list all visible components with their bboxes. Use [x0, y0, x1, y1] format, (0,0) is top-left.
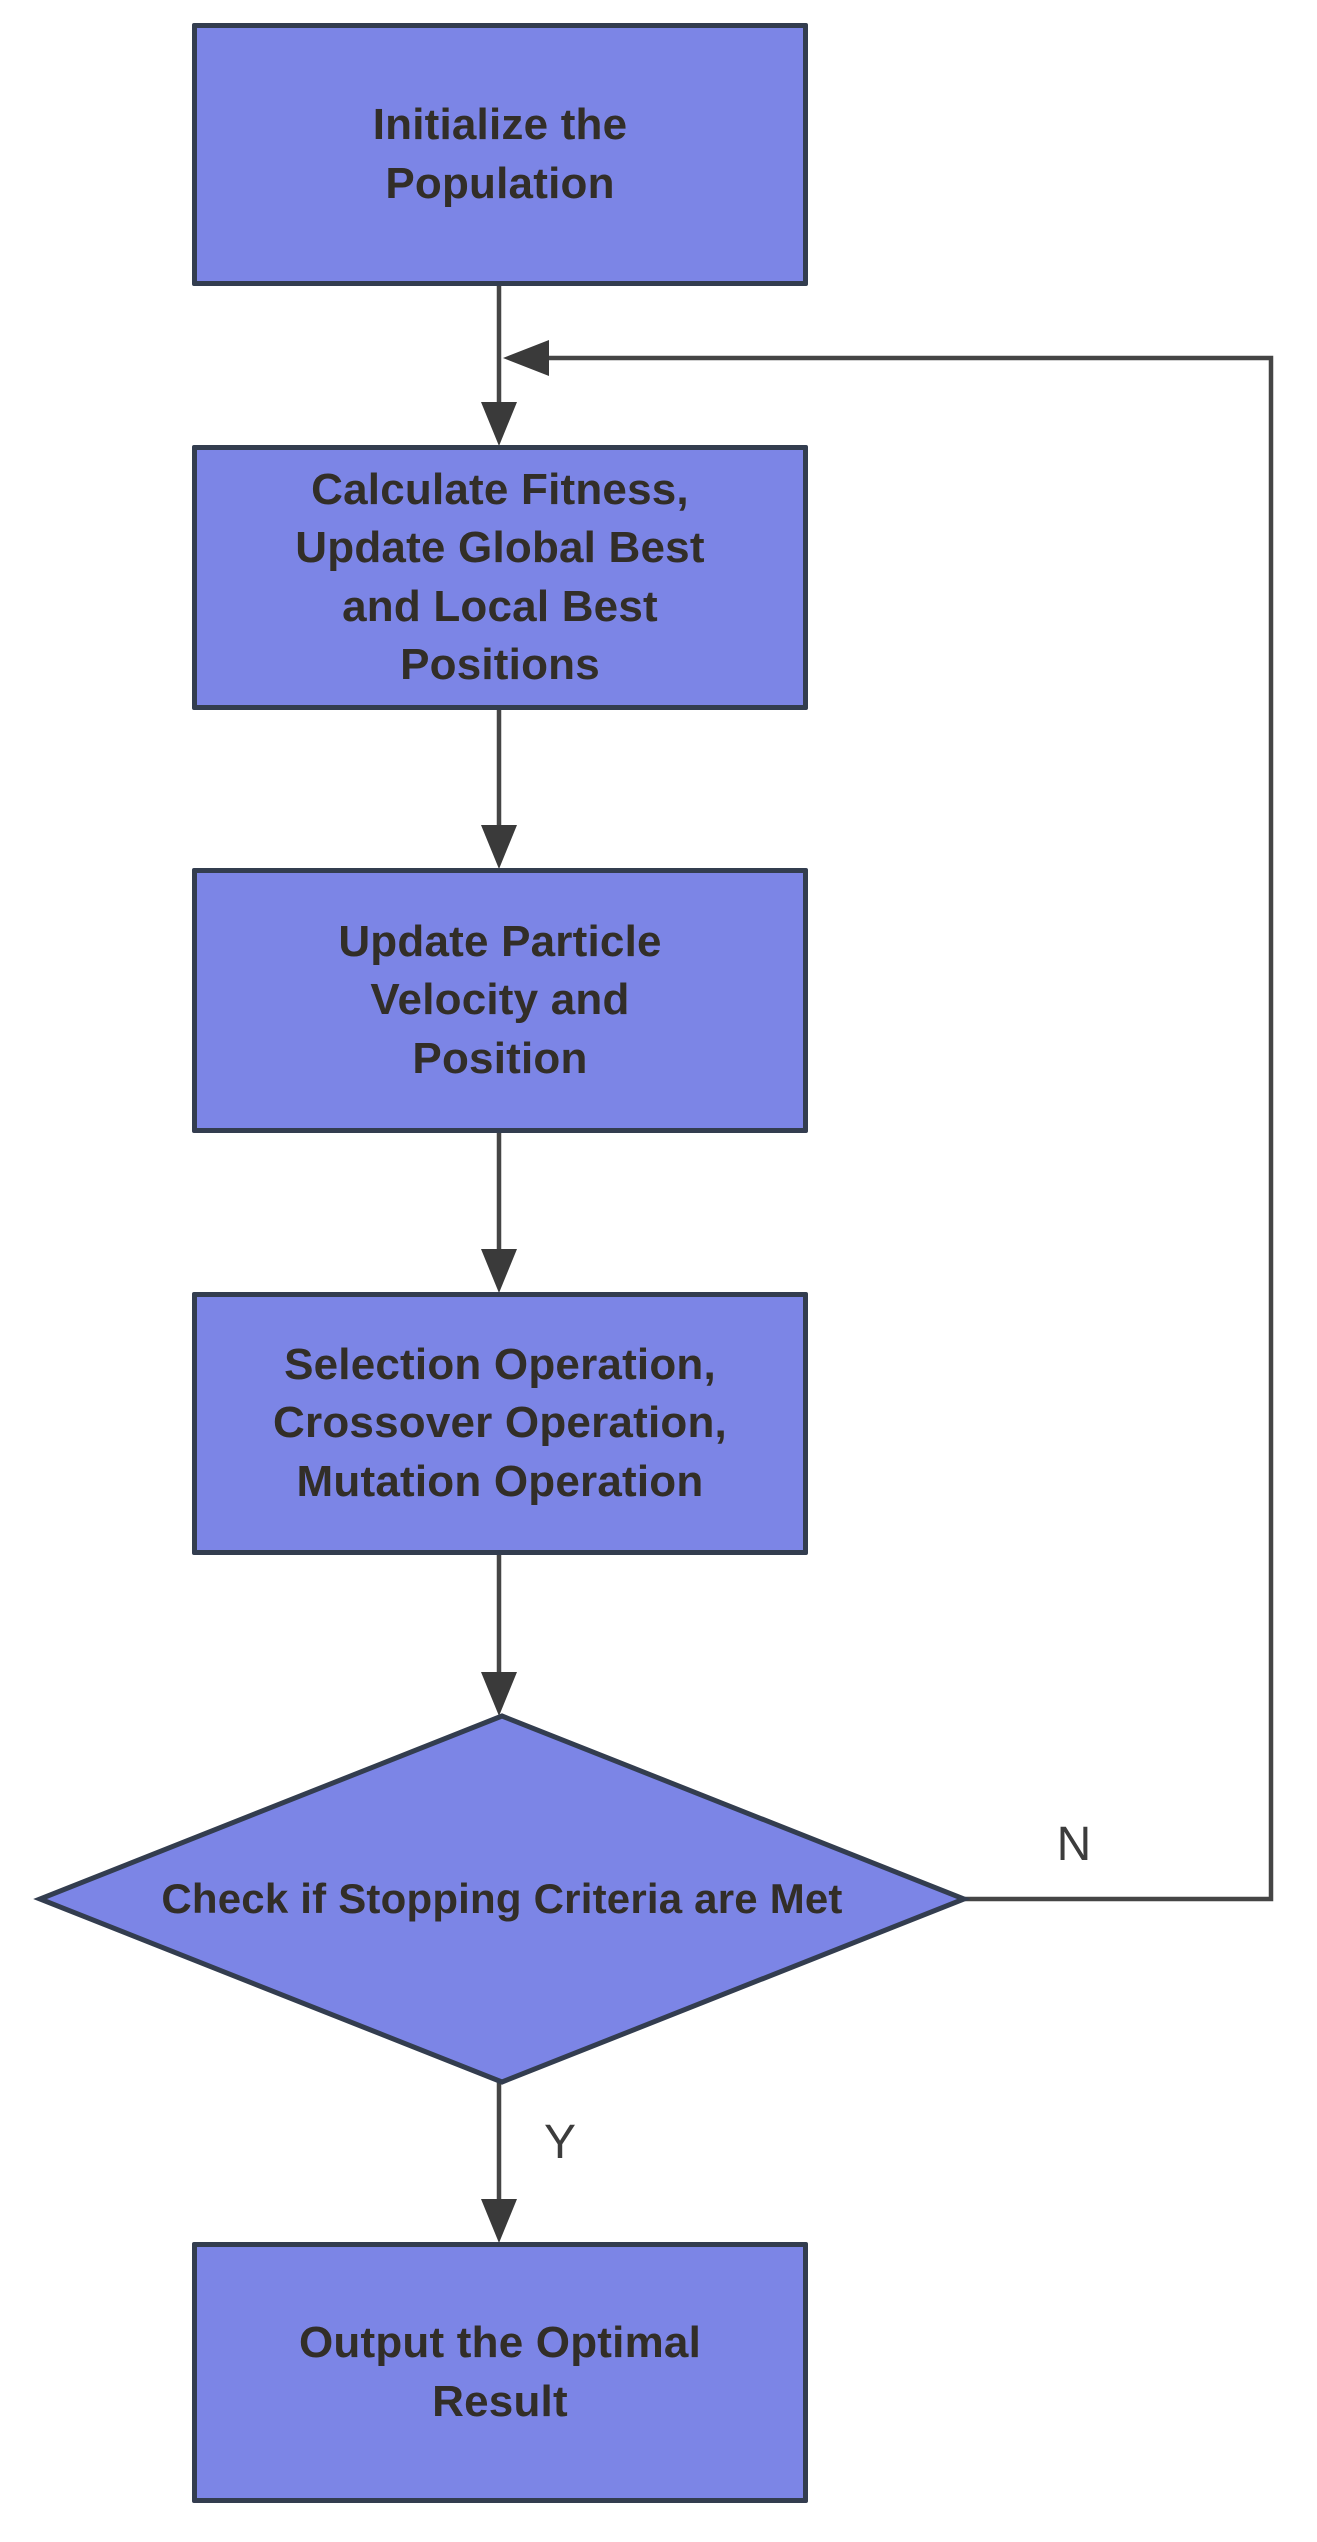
edge-label-yes: Y — [543, 2115, 576, 2169]
node-initialize-population: Initialize the Population — [192, 23, 808, 286]
node-genetic-operations: Selection Operation, Crossover Operation… — [192, 1292, 808, 1555]
node-genetic-operations-label: Selection Operation, Crossover Operation… — [273, 1340, 727, 1506]
node-calculate-fitness-label: Calculate Fitness, Update Global Best an… — [295, 465, 705, 689]
node-stopping-criteria-label: Check if Stopping Criteria are Met — [161, 1875, 843, 1922]
edge-genetic-to-decision-arrowhead — [481, 1672, 517, 1716]
edge-velocity-to-genetic-arrowhead — [481, 1249, 517, 1293]
decision-diamond-shape — [33, 1713, 971, 2085]
node-calculate-fitness: Calculate Fitness, Update Global Best an… — [192, 445, 808, 710]
edge-decision-to-output-arrowhead — [481, 2199, 517, 2243]
edge-init-to-fitness-arrowhead — [481, 402, 517, 446]
edge-label-no: N — [1056, 1817, 1092, 1871]
edge-fitness-to-velocity-arrowhead — [481, 825, 517, 869]
node-output-result: Output the Optimal Result — [192, 2242, 808, 2503]
node-update-particle-label: Update Particle Velocity and Position — [338, 917, 662, 1083]
edge-loopback-arrowhead — [503, 340, 549, 376]
node-update-particle: Update Particle Velocity and Position — [192, 868, 808, 1133]
edge-loopback-line — [549, 355, 1274, 1902]
node-output-result-label: Output the Optimal Result — [298, 2318, 701, 2426]
node-initialize-population-label: Initialize the Population — [372, 100, 628, 208]
